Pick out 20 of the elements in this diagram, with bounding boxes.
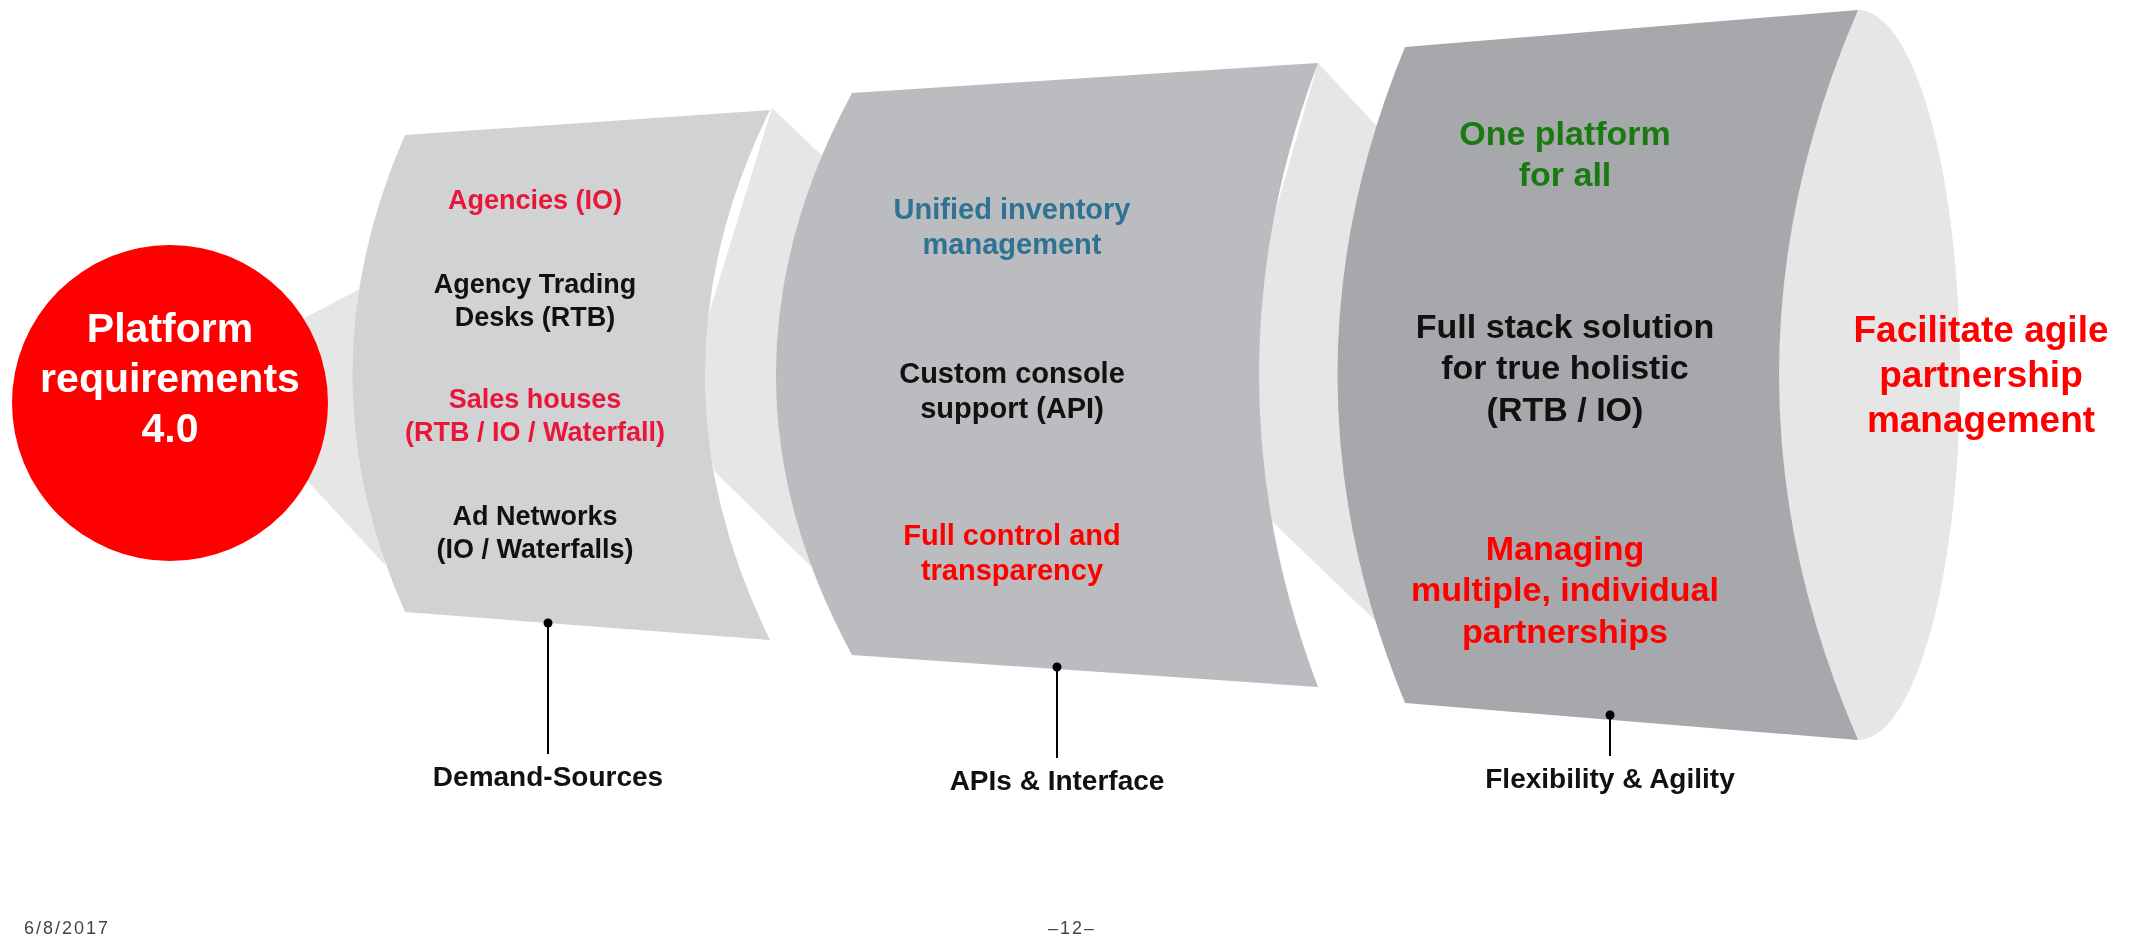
segment-text: Sales houses (RTB / IO / Waterfall) [405,383,665,449]
segment-label: APIs & Interface [948,763,1166,798]
leader-line [543,618,553,755]
segment-text: Facilitate agile partnership management [1853,308,2109,443]
segment-text: Managing multiple, individual partnerships [1411,527,1719,652]
segment-text: One platform for all [1459,112,1671,195]
segment-text: Full control and transparency [903,517,1121,588]
segment-label: Flexibility & Agility [1484,761,1736,796]
circle-title: Platform requirements 4.0 [40,304,300,453]
segment-text: Agencies (IO) [448,183,622,217]
segment-text: Unified inventory management [893,191,1131,262]
page-number: –12– [1048,917,1096,939]
leader-line [1052,662,1062,759]
segment-label: Demand-Sources [431,759,665,794]
segment-text: Ad Networks (IO / Waterfalls) [436,500,634,566]
segment-text: Full stack solution for true holistic (RTB / IO) [1415,305,1715,430]
date-text: 6/8/2017 [23,917,111,939]
leader-line [1605,710,1615,757]
segment-text: Agency Trading Desks (RTB) [433,268,637,334]
segment-text: Custom console support (API) [899,355,1125,426]
